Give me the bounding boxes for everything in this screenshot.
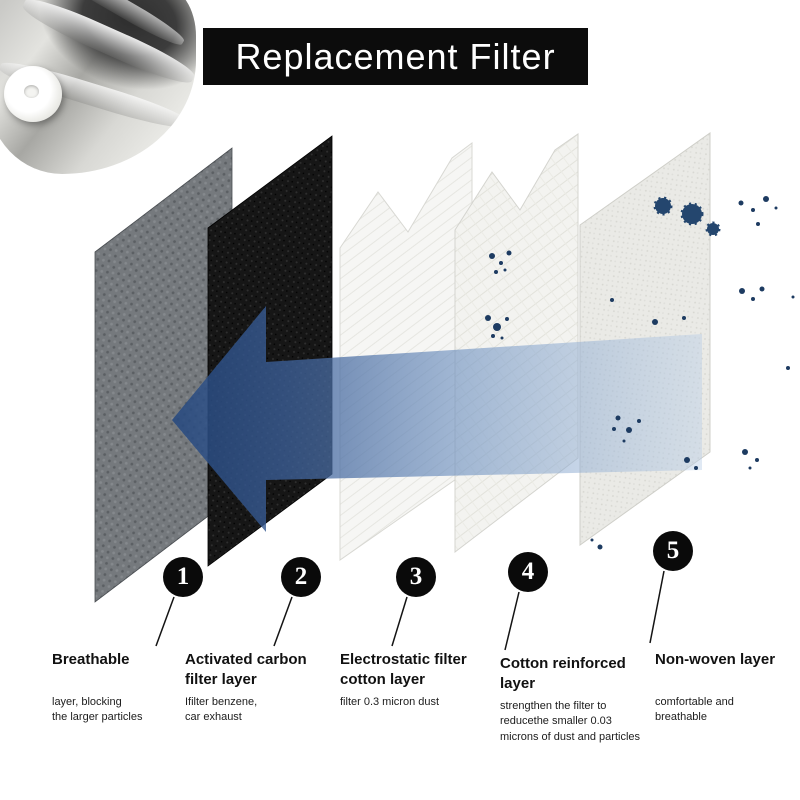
layer-4-sheet [454, 133, 579, 554]
airflow-arrow [172, 306, 702, 532]
dust-particles [485, 196, 795, 550]
layer-5-label: Non-woven layer comfortable and breathab… [655, 650, 787, 726]
title-banner: Replacement Filter [203, 28, 588, 85]
layer-2-description: Ifilter benzene, car exhaust [185, 696, 258, 724]
layer-1-title: Breathable [52, 651, 130, 668]
layer-2-number-badge: 2 [281, 557, 321, 597]
callout-lines [155, 570, 665, 651]
layer-4-description: strengthen the filter to reducethe small… [500, 700, 641, 743]
mask-photo [0, 0, 196, 174]
layer-1-description: layer, blocking the larger particles [52, 696, 143, 724]
layer-3-title: Electrostatic filter cotton layer [340, 651, 467, 688]
layer-3-description: filter 0.3 micron dust [340, 696, 440, 708]
layer-3-label: Electrostatic filter cotton layer filter… [340, 650, 490, 710]
mask-valve-icon [4, 66, 62, 122]
layer-1-number-badge: 1 [163, 557, 203, 597]
layer-4-number-badge: 4 [508, 552, 548, 592]
layer-3-number-badge: 3 [396, 557, 436, 597]
layer-5-description: comfortable and breathable [655, 696, 734, 724]
layer-1-label: Breathable layer, blocking the larger pa… [52, 650, 177, 726]
layer-5-number-badge: 5 [653, 531, 693, 571]
layer-4-title: Cotton reinforced layer [500, 655, 626, 692]
layer-2-label: Activated carbon filter layer Ifilter be… [185, 650, 320, 726]
virus-particles [653, 196, 721, 237]
layer-5-title: Non-woven layer [655, 651, 776, 668]
page-title: Replacement Filter [235, 35, 556, 77]
layer-4-label: Cotton reinforced layer strengthen the f… [500, 654, 662, 745]
layer-2-title: Activated carbon filter layer [185, 651, 307, 688]
